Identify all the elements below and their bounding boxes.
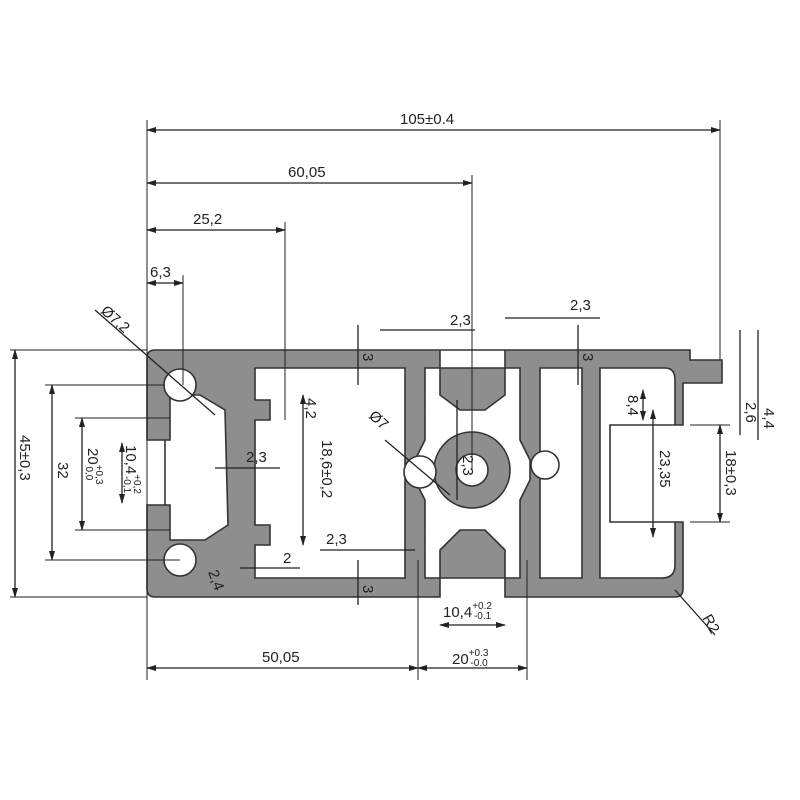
left-core-hole <box>403 455 437 489</box>
dim-wall-2-3-c: 2,3 <box>326 531 347 548</box>
dim-width-25: 25,2 <box>193 211 222 228</box>
dim-width-6: 6,3 <box>150 264 171 281</box>
value: 20 <box>84 448 101 465</box>
profile-cross-section <box>146 349 723 598</box>
dim-width-60: 60,05 <box>288 164 326 181</box>
dim-slot-bottom-20: 20+0.3-0.0 <box>452 648 489 669</box>
value: 10,4 <box>443 604 472 621</box>
value: 20 <box>452 651 469 668</box>
dim-hole-center: Ø7 <box>365 407 391 433</box>
dim-height-32: 32 <box>54 462 71 479</box>
dim-slot-8-4: 8,4 <box>624 395 641 416</box>
dim-slot-left-20: 20+0,30,0 <box>83 448 104 485</box>
value: 10,4 <box>122 445 139 474</box>
dim-wall-3-top: 3 <box>359 353 376 361</box>
lower-tol: 0,0 <box>83 466 94 480</box>
dim-wall-2-3-right: 2,3 <box>570 297 591 314</box>
dim-height-18-6: 18,6±0,2 <box>318 440 335 498</box>
dim-height-23-35: 23,35 <box>656 450 673 488</box>
upper-tol: +0,2 <box>131 474 142 494</box>
dim-depth-4-2: 4,2 <box>302 398 319 419</box>
dim-wall-3-bottom: 3 <box>359 585 376 593</box>
dim-radius: R2 <box>699 612 723 637</box>
dim-lip-4-4: 4,4 <box>760 408 777 429</box>
dim-wall-2: 2 <box>283 550 291 567</box>
dim-hole-left: Ø7,2 <box>97 302 133 336</box>
dim-wall-2-3-top: 2,3 <box>450 312 471 329</box>
upper-tol: +0.2 <box>472 601 492 612</box>
dim-width-50: 50,05 <box>262 649 300 666</box>
extension-lines <box>10 120 730 680</box>
lower-tol: -0.0 <box>470 658 488 669</box>
dim-wall-2-3-b: 2,3 <box>459 455 476 476</box>
dim-wall-2-4: 2,4 <box>204 568 227 593</box>
dimension-lines <box>12 127 759 671</box>
upper-tol: +0,3 <box>93 465 104 485</box>
dim-overall-height: 45±0,3 <box>16 435 33 481</box>
dim-wall-2-3-a: 2,3 <box>246 449 267 466</box>
lower-tol: -0.1 <box>474 611 492 622</box>
right-core-hole <box>530 450 560 480</box>
dim-slot-left-10: 10,4+0,2-0,1 <box>121 445 142 494</box>
dim-slot-bottom-10: 10,4+0.2-0.1 <box>443 601 492 622</box>
dim-wall-3-right: 3 <box>579 353 596 361</box>
dim-slot-right-18: 18±0,3 <box>722 450 739 496</box>
dim-lip-2-6: 2,6 <box>742 402 759 423</box>
dim-overall-width: 105±0.4 <box>400 111 454 128</box>
upper-tol: +0.3 <box>469 648 489 659</box>
lower-tol: -0,1 <box>121 476 132 494</box>
